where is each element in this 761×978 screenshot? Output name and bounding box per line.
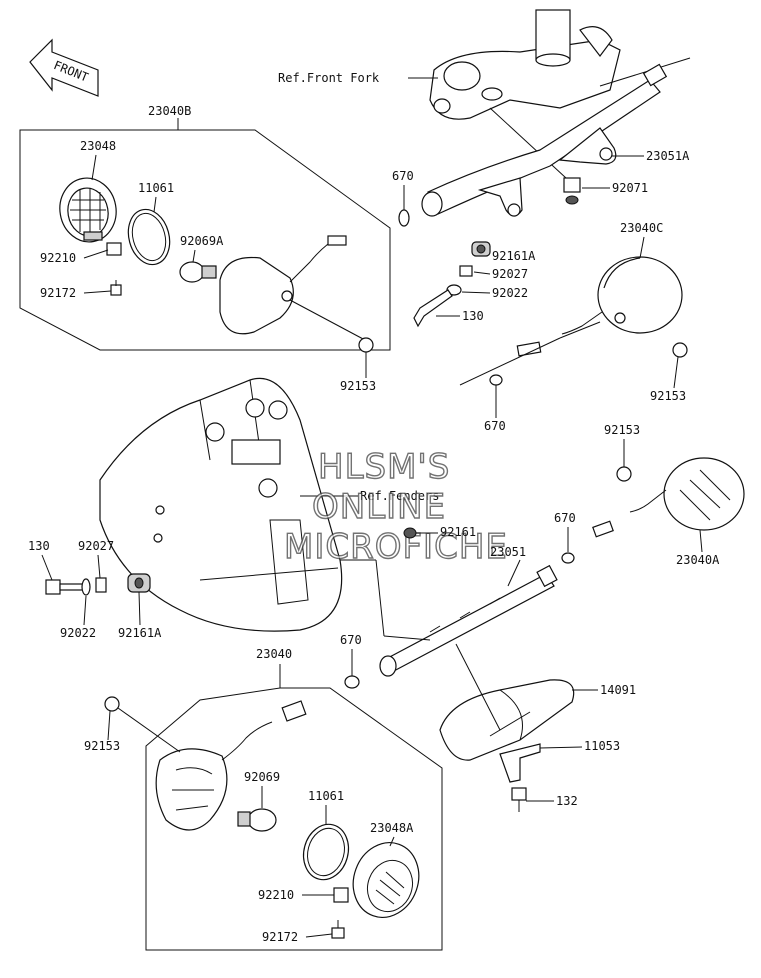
label-14091: 14091	[600, 683, 636, 697]
svg-text:MICROFICHE: MICROFICHE	[284, 527, 508, 567]
bulb-92069	[237, 808, 277, 832]
grommet-92161A-left	[127, 573, 151, 593]
washer-92022-left	[81, 578, 91, 596]
label-92153-right: 92153	[650, 389, 686, 403]
label-92027-left: 92027	[78, 539, 114, 553]
label-92172-bottom: 92172	[262, 930, 298, 944]
clip-92210-bottom	[333, 887, 349, 903]
label-92153-bottom: 92153	[84, 739, 120, 753]
lens-23048A	[352, 842, 420, 918]
front-fork-bracket	[429, 9, 621, 120]
screw-92172-top	[110, 280, 122, 296]
screw-92153-mid	[616, 466, 632, 482]
label-670-top: 670	[392, 169, 414, 183]
label-670-mid: 670	[554, 511, 576, 525]
label-23048A: 23048A	[370, 821, 414, 835]
label-92022-left: 92022	[60, 626, 96, 640]
screw-92172-bottom	[331, 920, 345, 939]
label-11061-top: 11061	[138, 181, 174, 195]
turn-signal-23040C	[459, 256, 683, 386]
stay-23051	[379, 564, 558, 677]
grommet-92161A-top	[471, 241, 491, 257]
label-92069: 92069	[244, 770, 280, 784]
label-11061-bottom: 11061	[308, 789, 344, 803]
grommet-92161	[403, 527, 417, 539]
o-ring-670-mid	[561, 552, 575, 564]
label-670-right: 670	[484, 419, 506, 433]
o-ring-670-bottom	[344, 675, 360, 689]
gasket-11061-bottom	[302, 823, 350, 881]
svg-text:ONLINE: ONLINE	[312, 487, 446, 527]
front-fender	[99, 377, 343, 632]
label-92153-mid: 92153	[604, 423, 640, 437]
label-670-bottom: 670	[340, 633, 362, 647]
screw-92153-right	[672, 342, 688, 358]
label-130-top: 130	[462, 309, 484, 323]
label-92161: 92161	[440, 525, 476, 539]
bracket-11053	[499, 743, 541, 783]
label-23040B: 23040B	[148, 104, 191, 118]
collar-92027-left	[95, 577, 107, 593]
cover-14091	[439, 679, 575, 761]
label-23040: 23040	[256, 647, 292, 661]
collar-92027-top	[459, 265, 473, 277]
label-92161A-top: 92161A	[492, 249, 536, 263]
label-92069A: 92069A	[180, 234, 224, 248]
label-23040A: 23040A	[676, 553, 720, 567]
watermark: HLSM'S ONLINE MICROFICHE	[283, 446, 508, 567]
label-92153-top: 92153	[340, 379, 376, 393]
label-23051: 23051	[490, 545, 526, 559]
label-92027-top: 92027	[492, 267, 528, 281]
label-23051A: 23051A	[646, 149, 690, 163]
label-92172-top: 92172	[40, 286, 76, 300]
label-23040C: 23040C	[620, 221, 663, 235]
turn-signal-left-front-group	[145, 664, 443, 951]
grommet-92071	[563, 177, 581, 205]
o-ring-670-top	[398, 209, 410, 227]
label-130-left: 130	[28, 539, 50, 553]
ref-fenders-label: Ref.Fenders	[360, 489, 439, 503]
stay-23051A	[421, 63, 668, 217]
label-132: 132	[556, 794, 578, 808]
bolt-130-top	[413, 289, 453, 328]
gasket-11061	[127, 208, 171, 266]
bolt-132	[511, 787, 527, 812]
label-92210-top: 92210	[40, 251, 76, 265]
label-92161A-left: 92161A	[118, 626, 162, 640]
signal-housing-23040	[155, 700, 307, 831]
signal-housing-23040B	[219, 235, 347, 335]
turn-signal-23040A	[592, 457, 745, 538]
label-92071: 92071	[612, 181, 648, 195]
front-direction-arrow: FRONT	[29, 38, 99, 97]
label-11053: 11053	[584, 739, 620, 753]
o-ring-670-right	[489, 374, 503, 386]
svg-text:HLSM'S: HLSM'S	[318, 447, 450, 487]
screw-92153-bottom	[104, 696, 120, 712]
bulb-92069A	[179, 261, 217, 283]
clip-92210-top	[106, 242, 122, 256]
screw-92153-top	[358, 337, 374, 378]
label-92022-top: 92022	[492, 286, 528, 300]
ref-front-fork-label: Ref.Front Fork	[278, 71, 380, 85]
lens-23048	[59, 177, 117, 243]
label-23048: 23048	[80, 139, 116, 153]
label-92210-bottom: 92210	[258, 888, 294, 902]
turn-signal-left-rear-group	[19, 118, 391, 351]
